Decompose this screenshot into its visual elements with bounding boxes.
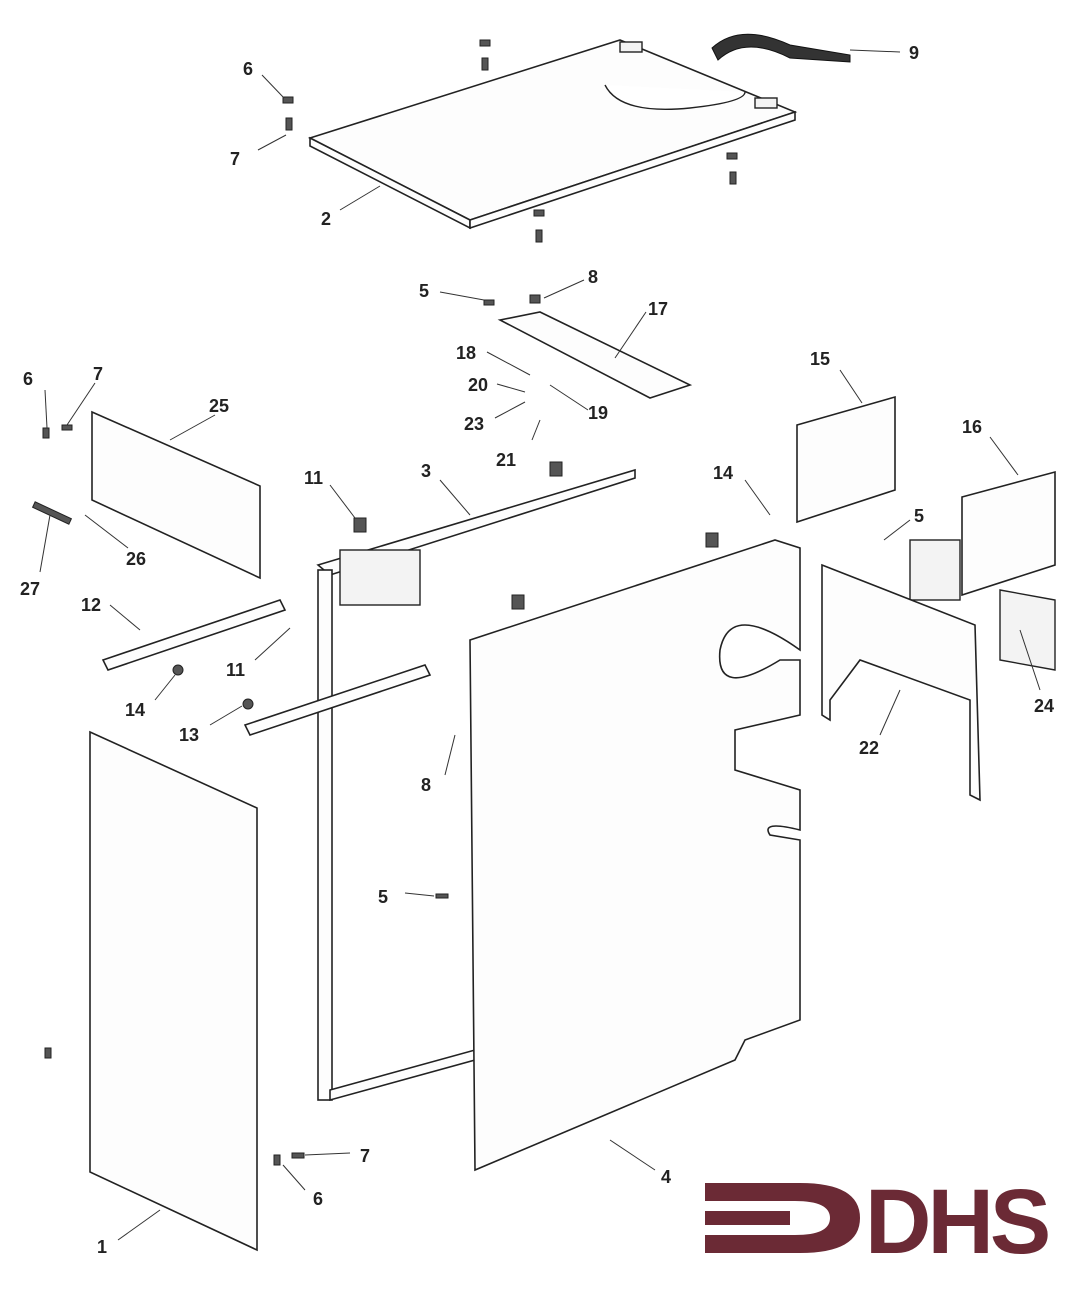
- part-rail-upper: [101, 599, 287, 671]
- label-8: 8: [588, 267, 598, 287]
- label-13: 13: [179, 725, 199, 745]
- part-gasket: [711, 33, 851, 63]
- label-11: 11: [304, 468, 323, 488]
- label-14b: 14: [125, 700, 145, 720]
- label-17: 17: [648, 299, 668, 319]
- label-3: 3: [421, 461, 431, 481]
- part-frame: [316, 468, 636, 1102]
- label-16: 16: [962, 417, 982, 437]
- part-plate-15: [796, 395, 896, 524]
- part-rail-lower: [243, 664, 432, 736]
- label-7: 7: [230, 149, 240, 169]
- part-door: [89, 730, 258, 1252]
- hardware: [31, 39, 738, 1166]
- label-5b: 5: [914, 506, 924, 526]
- part-plate-16: [961, 470, 1056, 597]
- label-6: 6: [243, 59, 253, 79]
- label-26: 26: [126, 549, 146, 569]
- label-12: 12: [81, 595, 101, 615]
- label-4: 4: [661, 1167, 671, 1187]
- part-side-panel-small: [91, 410, 261, 580]
- label-5c: 5: [378, 887, 388, 907]
- label-15: 15: [810, 349, 830, 369]
- part-plate-24: [909, 539, 961, 601]
- label-11b: 11: [226, 660, 245, 680]
- label-22: 22: [859, 738, 879, 758]
- label-8b: 8: [421, 775, 431, 795]
- part-bracket: [497, 311, 693, 399]
- part-side-panel-large: [469, 539, 801, 1172]
- dhs-logo: DHS: [705, 1171, 1052, 1273]
- label-23: 23: [464, 414, 484, 434]
- label-2: 2: [321, 209, 331, 229]
- label-6b: 6: [23, 369, 33, 389]
- part-top-panel: [307, 39, 798, 230]
- logo-text: DHS: [865, 1171, 1048, 1273]
- label-9: 9: [909, 43, 919, 63]
- label-25: 25: [209, 396, 229, 416]
- label-7b: 7: [93, 364, 103, 384]
- label-1: 1: [97, 1237, 107, 1257]
- label-27: 27: [20, 579, 40, 599]
- label-18: 18: [456, 343, 476, 363]
- label-21: 21: [496, 450, 516, 470]
- label-6c: 6: [313, 1189, 323, 1209]
- part-bracket-22: [821, 563, 981, 802]
- label-5: 5: [419, 281, 429, 301]
- label-19: 19: [588, 403, 608, 423]
- part-labels: 6 7 2 9 5 8 17 18 20 19 23 21 15 16 14 5…: [20, 43, 1054, 1257]
- leader-lines: [39, 49, 1041, 1241]
- label-14: 14: [713, 463, 733, 483]
- label-7c: 7: [360, 1146, 370, 1166]
- label-20: 20: [468, 375, 488, 395]
- label-24: 24: [1034, 696, 1054, 716]
